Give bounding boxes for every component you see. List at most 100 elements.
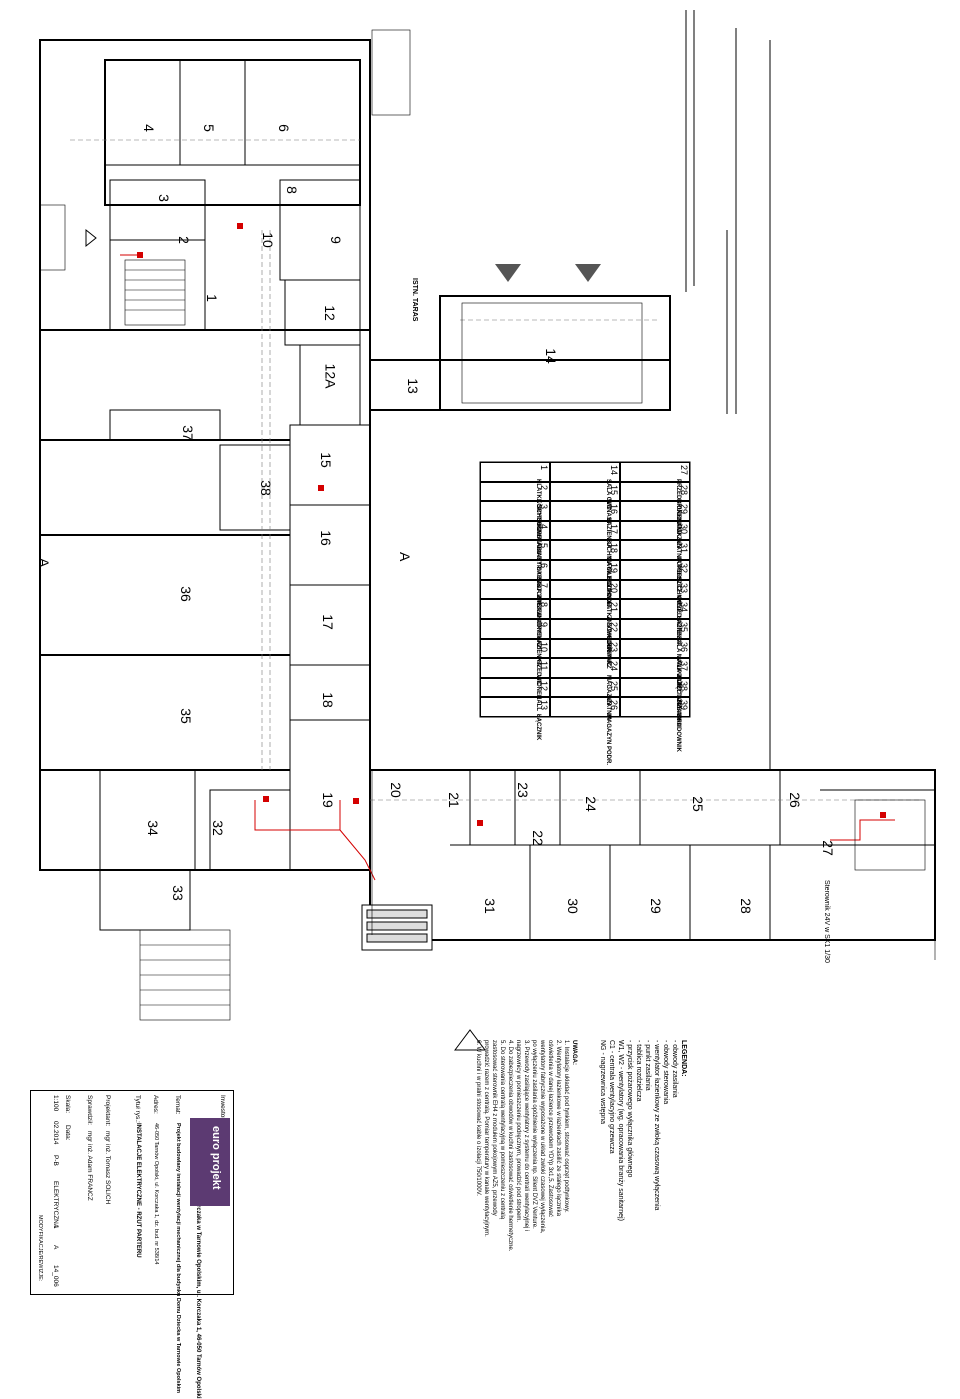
room-table-number: 7	[539, 582, 549, 588]
legend-item: - przycisk pożarowego wyłącznika główneg…	[626, 1040, 633, 1178]
modification: MODYFIKACJE/REWIZJE:	[37, 1215, 43, 1282]
room-table-number: 2	[539, 484, 549, 490]
room-table-number: 18	[609, 543, 619, 554]
stage: P-B	[52, 1155, 59, 1166]
room-19: 19	[319, 792, 336, 808]
project-number: 14_006	[52, 1265, 59, 1287]
room-table-number: 15	[609, 484, 619, 495]
room-table-number: 33	[679, 582, 689, 593]
room-table-number: 8	[539, 602, 549, 608]
room-table-number: 29	[679, 504, 689, 515]
legend-item: NG - nagrzewnica wstępna	[599, 1040, 606, 1125]
room-3: 3	[155, 194, 172, 202]
legend-item: - punkt zasilania	[644, 1040, 651, 1091]
room-table-number: 20	[609, 582, 619, 593]
room-table-number: 13	[539, 700, 549, 711]
sheet: 1	[52, 1225, 59, 1229]
legend-item: W1, W2 - wentylatory (wg. opracowania br…	[617, 1040, 624, 1221]
subject-label: Temat:	[174, 1095, 181, 1115]
room-table-number: 25	[609, 680, 619, 691]
room-table-number: 9	[539, 621, 549, 627]
section-mark-right: A	[397, 552, 413, 562]
room-31: 31	[481, 898, 498, 914]
legend-item: C1 - centrala wentylacyjno grzewcza	[608, 1040, 615, 1154]
note-1: 1. Instalacje układać pod tynkiem, stoso…	[563, 1040, 569, 1213]
date-label: Data:	[64, 1125, 71, 1141]
room-table-number: 16	[609, 504, 619, 515]
stairs	[39, 29, 411, 1021]
room-35: 35	[177, 708, 194, 724]
section-mark-left: A	[36, 558, 52, 568]
room-30: 30	[564, 898, 581, 914]
room-table-number: 10	[539, 641, 549, 652]
distribution-panel	[361, 904, 433, 951]
room-table-number: 30	[679, 523, 689, 534]
room-table-number: 34	[679, 602, 689, 613]
checker: mgr inż. Adam FRANCZ	[86, 1131, 93, 1201]
room-9: 9	[327, 236, 344, 244]
room-table-number: 35	[679, 621, 689, 632]
room-38: 38	[257, 480, 274, 496]
room-28: 28	[737, 898, 754, 914]
room-table-number: 23	[609, 641, 619, 652]
address: 46-050 Tarnów Opolski, ul. Korczaka 1, d…	[153, 1123, 159, 1265]
inner-walls	[99, 60, 935, 940]
room-26: 26	[786, 792, 803, 808]
legend-title: LEGENDA:	[680, 1040, 687, 1077]
legend-item: - obwody zasilania	[671, 1040, 678, 1098]
company-name: euro projekt	[210, 1126, 222, 1190]
room-table-number: 4	[539, 523, 549, 529]
room-36: 36	[177, 586, 194, 602]
date: 02.2014	[52, 1121, 59, 1145]
room-32: 32	[209, 820, 226, 836]
controller-label: Sterownik 24V w SK1 1/30	[823, 880, 830, 963]
room-table-number: 6	[539, 563, 549, 569]
room-21: 21	[445, 792, 462, 808]
room-table-name: MAGAZYN PODR.	[605, 714, 611, 766]
scale-label: Skala:	[64, 1095, 71, 1114]
room-23: 23	[514, 782, 531, 798]
room-table-name: BRUDOWNIK	[675, 714, 681, 753]
legend-item: - wentylator łazienkowy ze zwłoką czasow…	[653, 1040, 660, 1211]
revision: A	[52, 1245, 59, 1250]
note-2: 2. Wentylatory łazienkowe w łazienkach z…	[531, 1040, 561, 1234]
note-5: 5. Do sterowania centralą wentylacyjną w…	[483, 1040, 505, 1237]
room-table-number: 14	[609, 465, 619, 476]
room-14: 14	[542, 348, 559, 364]
room-18: 18	[319, 692, 336, 708]
room-25: 25	[689, 796, 706, 812]
room-table-number: 38	[679, 680, 689, 691]
notes: UWAGA: 1. Instalacje układać pod tynkiem…	[474, 1040, 578, 1251]
room-1: 1	[203, 294, 220, 302]
branch: ELEKTRYCZNA	[52, 1181, 59, 1229]
power-circuits	[120, 254, 895, 881]
terrace-label: ISTN. TARAS	[411, 278, 418, 322]
legend: LEGENDA: - obwody zasilania - obwody ste…	[598, 1040, 688, 1221]
room-17: 17	[319, 614, 336, 630]
room-table-name: ŁĄCZNIK	[535, 714, 541, 741]
legend-item: - obwody sterowania	[662, 1040, 669, 1105]
room-table-number: 26	[609, 700, 619, 711]
